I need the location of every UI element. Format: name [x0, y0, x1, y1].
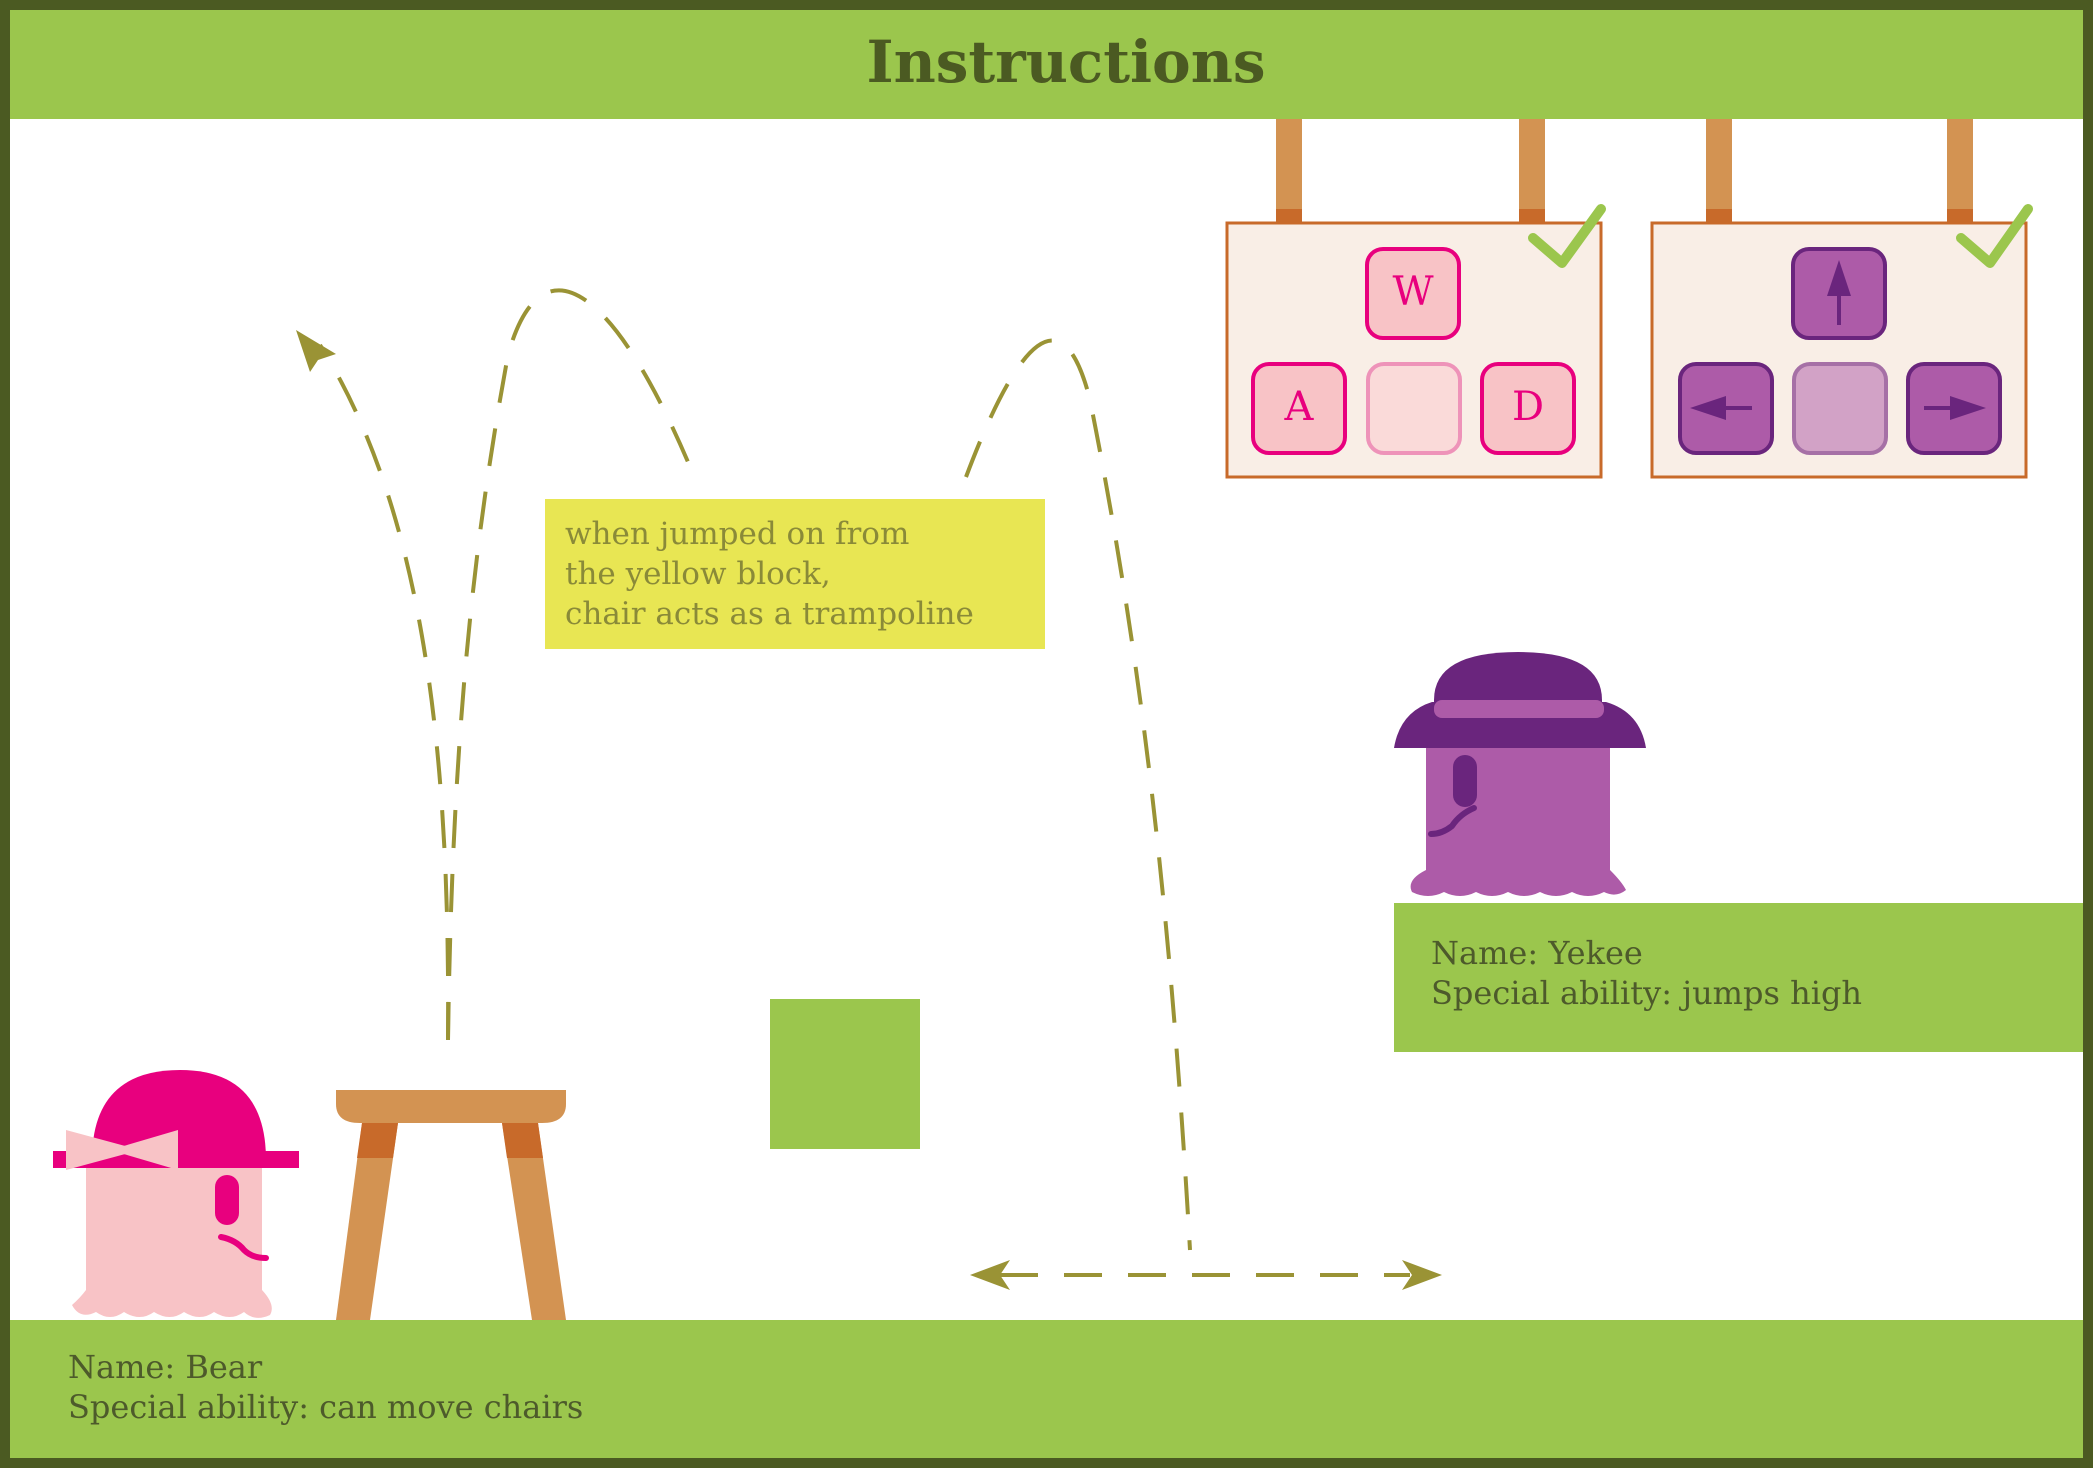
header-bar: Instructions	[10, 10, 2083, 119]
bear-hat	[92, 1070, 266, 1160]
yellow-block: when jumped on from the yellow block, ch…	[545, 499, 1045, 649]
key-right[interactable]	[1906, 362, 2002, 455]
arrowhead-left-icon	[970, 1260, 1010, 1290]
page-title: Instructions	[866, 28, 1265, 96]
bear-eye	[215, 1175, 239, 1225]
up-arrow-icon	[1827, 260, 1851, 325]
key-d-label: D	[1512, 384, 1544, 430]
bear-ability: Special ability: can move chairs	[68, 1388, 583, 1426]
key-a-label: A	[1284, 384, 1315, 430]
key-down-blank[interactable]	[1792, 362, 1888, 455]
bear-body	[72, 1150, 272, 1318]
key-up[interactable]	[1791, 247, 1887, 340]
drop-path	[964, 338, 1192, 1251]
checkmark-icon	[1528, 204, 1606, 268]
arrow-control-sign	[1650, 119, 2033, 479]
yekee-name: Name: Yekee	[1431, 934, 1643, 972]
key-left[interactable]	[1678, 362, 1774, 455]
right-arrow-icon	[1924, 396, 1986, 420]
yekee-smile	[1428, 805, 1477, 837]
tooltip-line-3: chair acts as a trampoline	[565, 596, 974, 632]
bow-icon	[66, 1130, 140, 1170]
yekee-info-panel: Name: Yekee Special ability: jumps high	[1394, 903, 2083, 1052]
yekee-ability: Special ability: jumps high	[1431, 974, 1862, 1012]
key-w[interactable]: W	[1365, 247, 1461, 340]
ground-info-panel: Name: Bear Special ability: can move cha…	[10, 1320, 2083, 1458]
tooltip-line-1: when jumped on from	[565, 516, 909, 552]
chair[interactable]	[336, 1090, 566, 1320]
trampoline-arc-path	[446, 288, 690, 1041]
arrowhead-icon	[296, 330, 336, 372]
tooltip-line-2: the yellow block,	[565, 556, 831, 592]
wasd-control-sign: W A D	[1225, 119, 1606, 479]
checkmark-icon	[1956, 204, 2033, 268]
green-block	[770, 999, 920, 1149]
key-w-label: W	[1392, 269, 1433, 315]
key-s-blank[interactable]	[1366, 362, 1462, 455]
jump-path-arrows	[318, 288, 1410, 1277]
yekee-character[interactable]	[1394, 652, 1646, 896]
key-a[interactable]: A	[1251, 362, 1347, 455]
yekee-eye	[1453, 755, 1477, 807]
yekee-body	[1410, 730, 1626, 896]
bear-character[interactable]	[53, 1070, 299, 1318]
yekee-hat-band	[1434, 700, 1604, 718]
bear-smile	[218, 1234, 269, 1261]
arrowhead-right-icon	[1402, 1260, 1442, 1290]
key-d[interactable]: D	[1480, 362, 1576, 455]
bear-name: Name: Bear	[68, 1348, 263, 1386]
left-arrow-icon	[1690, 396, 1752, 420]
